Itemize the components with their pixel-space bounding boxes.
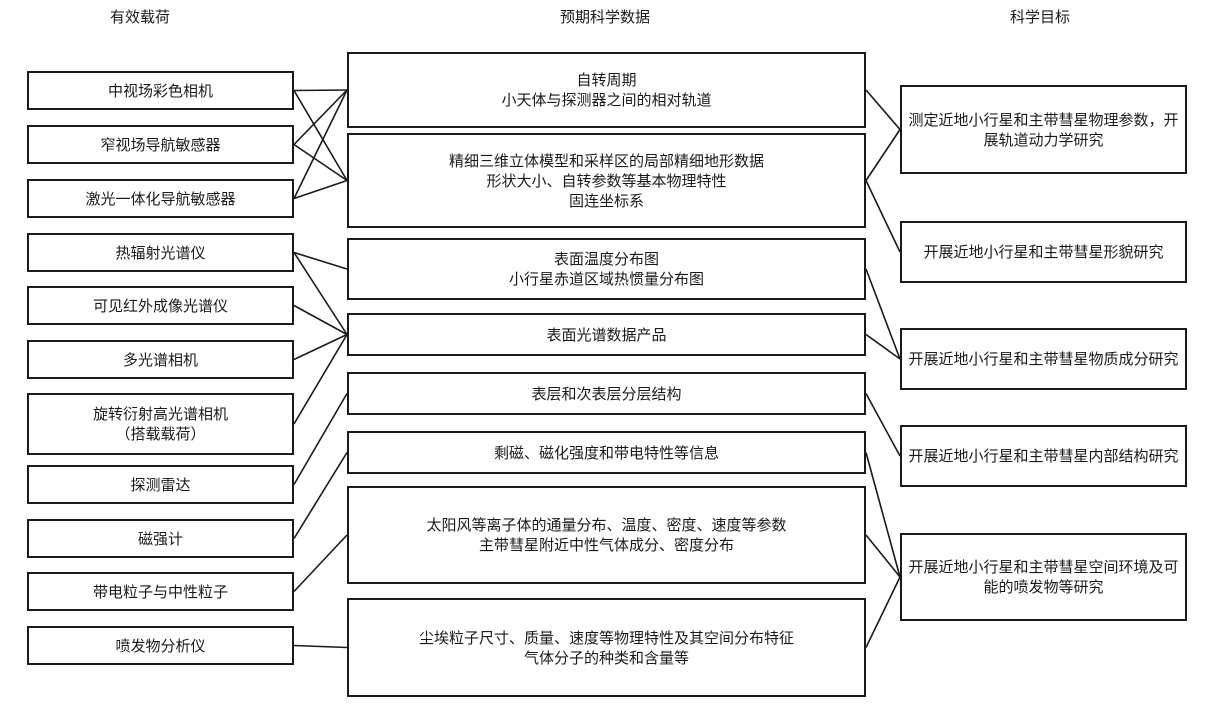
- payload-box-line: 热辐射光谱仪: [115, 243, 206, 262]
- data-objective-connector: [865, 452, 901, 578]
- payload-box-6: 多光谱相机: [27, 340, 294, 379]
- objective-box-1: 测定近地小行星和主带彗星物理参数，开展轨道动力学研究: [900, 85, 1187, 174]
- payload-data-connector: [293, 179, 348, 200]
- data-box-line: 小天体与探测器之间的相对轨道: [501, 91, 712, 109]
- objective-box-2: 开展近地小行星和主带彗星形貌研究: [900, 221, 1187, 283]
- objective-box-3: 开展近地小行星和主带彗星物质成分研究: [900, 328, 1187, 390]
- payload-data-connector: [293, 251, 348, 270]
- payload-box-7: 旋转衍射高光谱相机 （搭载载荷）: [27, 393, 294, 455]
- data-box-1: 自转周期小天体与探测器之间的相对轨道: [347, 52, 866, 128]
- payload-data-connector: [293, 534, 348, 593]
- data-objective-connector: [865, 393, 901, 457]
- data-objective-connector: [865, 180, 901, 253]
- objective-column-title: 科学目标: [1009, 8, 1070, 26]
- payload-box-11: 喷发物分析仪: [27, 626, 294, 665]
- data-box-line: 太阳风等离子体的通量分布、温度、密度、速度等参数: [426, 516, 787, 534]
- payload-box-2: 窄视场导航敏感器: [27, 125, 294, 164]
- payload-column-title: 有效载荷: [109, 8, 170, 26]
- data-box-line: 精细三维立体模型和采样区的局部精细地形数据: [448, 151, 764, 170]
- payload-box-line: 旋转衍射高光谱相机: [92, 405, 228, 423]
- payload-box-line: 磁强计: [137, 529, 183, 548]
- data-box-line: 小行星赤道区域热惯量分布图: [508, 270, 704, 288]
- data-box-line: 主带彗星附近中性气体成分、密度分布: [478, 536, 734, 554]
- payload-box-1: 中视场彩色相机: [27, 71, 294, 110]
- objective-box-line: 开展近地小行星和主带彗星形貌研究: [923, 243, 1164, 261]
- payload-data-connector: [293, 252, 348, 335]
- data-objective-connector: [865, 333, 901, 360]
- data-box-7: 太阳风等离子体的通量分布、温度、密度、速度等参数主带彗星附近中性气体成分、密度分…: [347, 486, 866, 584]
- objective-box-line: 测定近地小行星和主带彗星物理参数，开展轨道动力学研究: [908, 110, 1179, 149]
- objective-box-line: 开展近地小行星和主带彗星物质成分研究: [908, 350, 1179, 368]
- data-box-line: 剩磁、磁化强度和带电特性等信息: [493, 443, 719, 462]
- payload-data-connector: [293, 644, 348, 649]
- payload-box-line: 带电粒子与中性粒子: [92, 582, 228, 601]
- payload-box-line: （搭载载荷）: [115, 425, 206, 443]
- payload-box-line: 激光一体化导航敏感器: [85, 189, 236, 208]
- payload-box-10: 带电粒子与中性粒子: [27, 572, 294, 611]
- objective-box-line: 开展近地小行星和主带彗星空间环境及可能的喷发物等研究: [908, 558, 1179, 596]
- payload-data-connector: [293, 89, 348, 92]
- data-objective-connector: [865, 576, 901, 648]
- data-box-line: 形状大小、自转参数等基本物理特性: [486, 171, 727, 190]
- payload-data-connector: [293, 333, 348, 361]
- data-box-4: 表面光谱数据产品: [347, 313, 866, 356]
- data-box-8: 尘埃粒子尺寸、质量、速度等物理特性及其空间分布特征气体分子的种类和含量等: [347, 598, 866, 697]
- payload-box-3: 激光一体化导航敏感器: [27, 179, 294, 218]
- payload-data-connector: [293, 89, 348, 146]
- payload-data-connector: [293, 334, 348, 425]
- data-box-line: 表层和次表层分层结构: [531, 384, 682, 403]
- payload-box-line: 可见红外成像光谱仪: [92, 296, 228, 315]
- data-column-title: 预期科学数据: [559, 8, 650, 26]
- data-objective-connector: [865, 268, 901, 360]
- data-box-6: 剩磁、磁化强度和带电特性等信息: [347, 431, 866, 474]
- data-objective-connector: [865, 89, 901, 131]
- data-box-line: 气体分子的种类和含量等: [523, 648, 689, 667]
- data-box-line: 尘埃粒子尺寸、质量、速度等物理特性及其空间分布特征: [418, 628, 794, 647]
- payload-data-connector: [293, 90, 348, 181]
- data-box-3: 表面温度分布图小行星赤道区域热惯量分布图: [347, 238, 866, 300]
- payload-box-9: 磁强计: [27, 519, 294, 558]
- payload-box-5: 可见红外成像光谱仪: [27, 286, 294, 325]
- data-objective-connector: [865, 534, 901, 578]
- objective-box-line: 开展近地小行星和主带彗星内部结构研究: [908, 447, 1179, 465]
- data-box-line: 固连坐标系: [568, 191, 644, 210]
- payload-data-connector: [293, 452, 348, 539]
- payload-box-line: 中视场彩色相机: [107, 81, 213, 100]
- payload-data-connector: [293, 304, 348, 336]
- payload-data-connector: [293, 393, 348, 485]
- objective-box-5: 开展近地小行星和主带彗星空间环境及可能的喷发物等研究: [900, 533, 1187, 621]
- payload-box-line: 喷发物分析仪: [115, 636, 206, 655]
- data-objective-connector: [865, 129, 901, 181]
- payload-box-line: 多光谱相机: [122, 350, 198, 369]
- payload-box-line: 窄视场导航敏感器: [100, 135, 221, 154]
- data-box-line: 表面温度分布图: [553, 250, 659, 268]
- payload-data-connector: [293, 89, 348, 199]
- payload-data-connector: [293, 143, 348, 182]
- data-box-5: 表层和次表层分层结构: [347, 372, 866, 415]
- data-box-2: 精细三维立体模型和采样区的局部精细地形数据形状大小、自转参数等基本物理特性固连坐…: [347, 133, 866, 228]
- data-box-line: 自转周期: [576, 71, 637, 89]
- objective-box-4: 开展近地小行星和主带彗星内部结构研究: [900, 425, 1187, 487]
- payload-box-4: 热辐射光谱仪: [27, 233, 294, 272]
- payload-box-8: 探测雷达: [27, 465, 294, 504]
- payload-box-line: 探测雷达: [130, 475, 191, 494]
- data-box-line: 表面光谱数据产品: [546, 325, 667, 344]
